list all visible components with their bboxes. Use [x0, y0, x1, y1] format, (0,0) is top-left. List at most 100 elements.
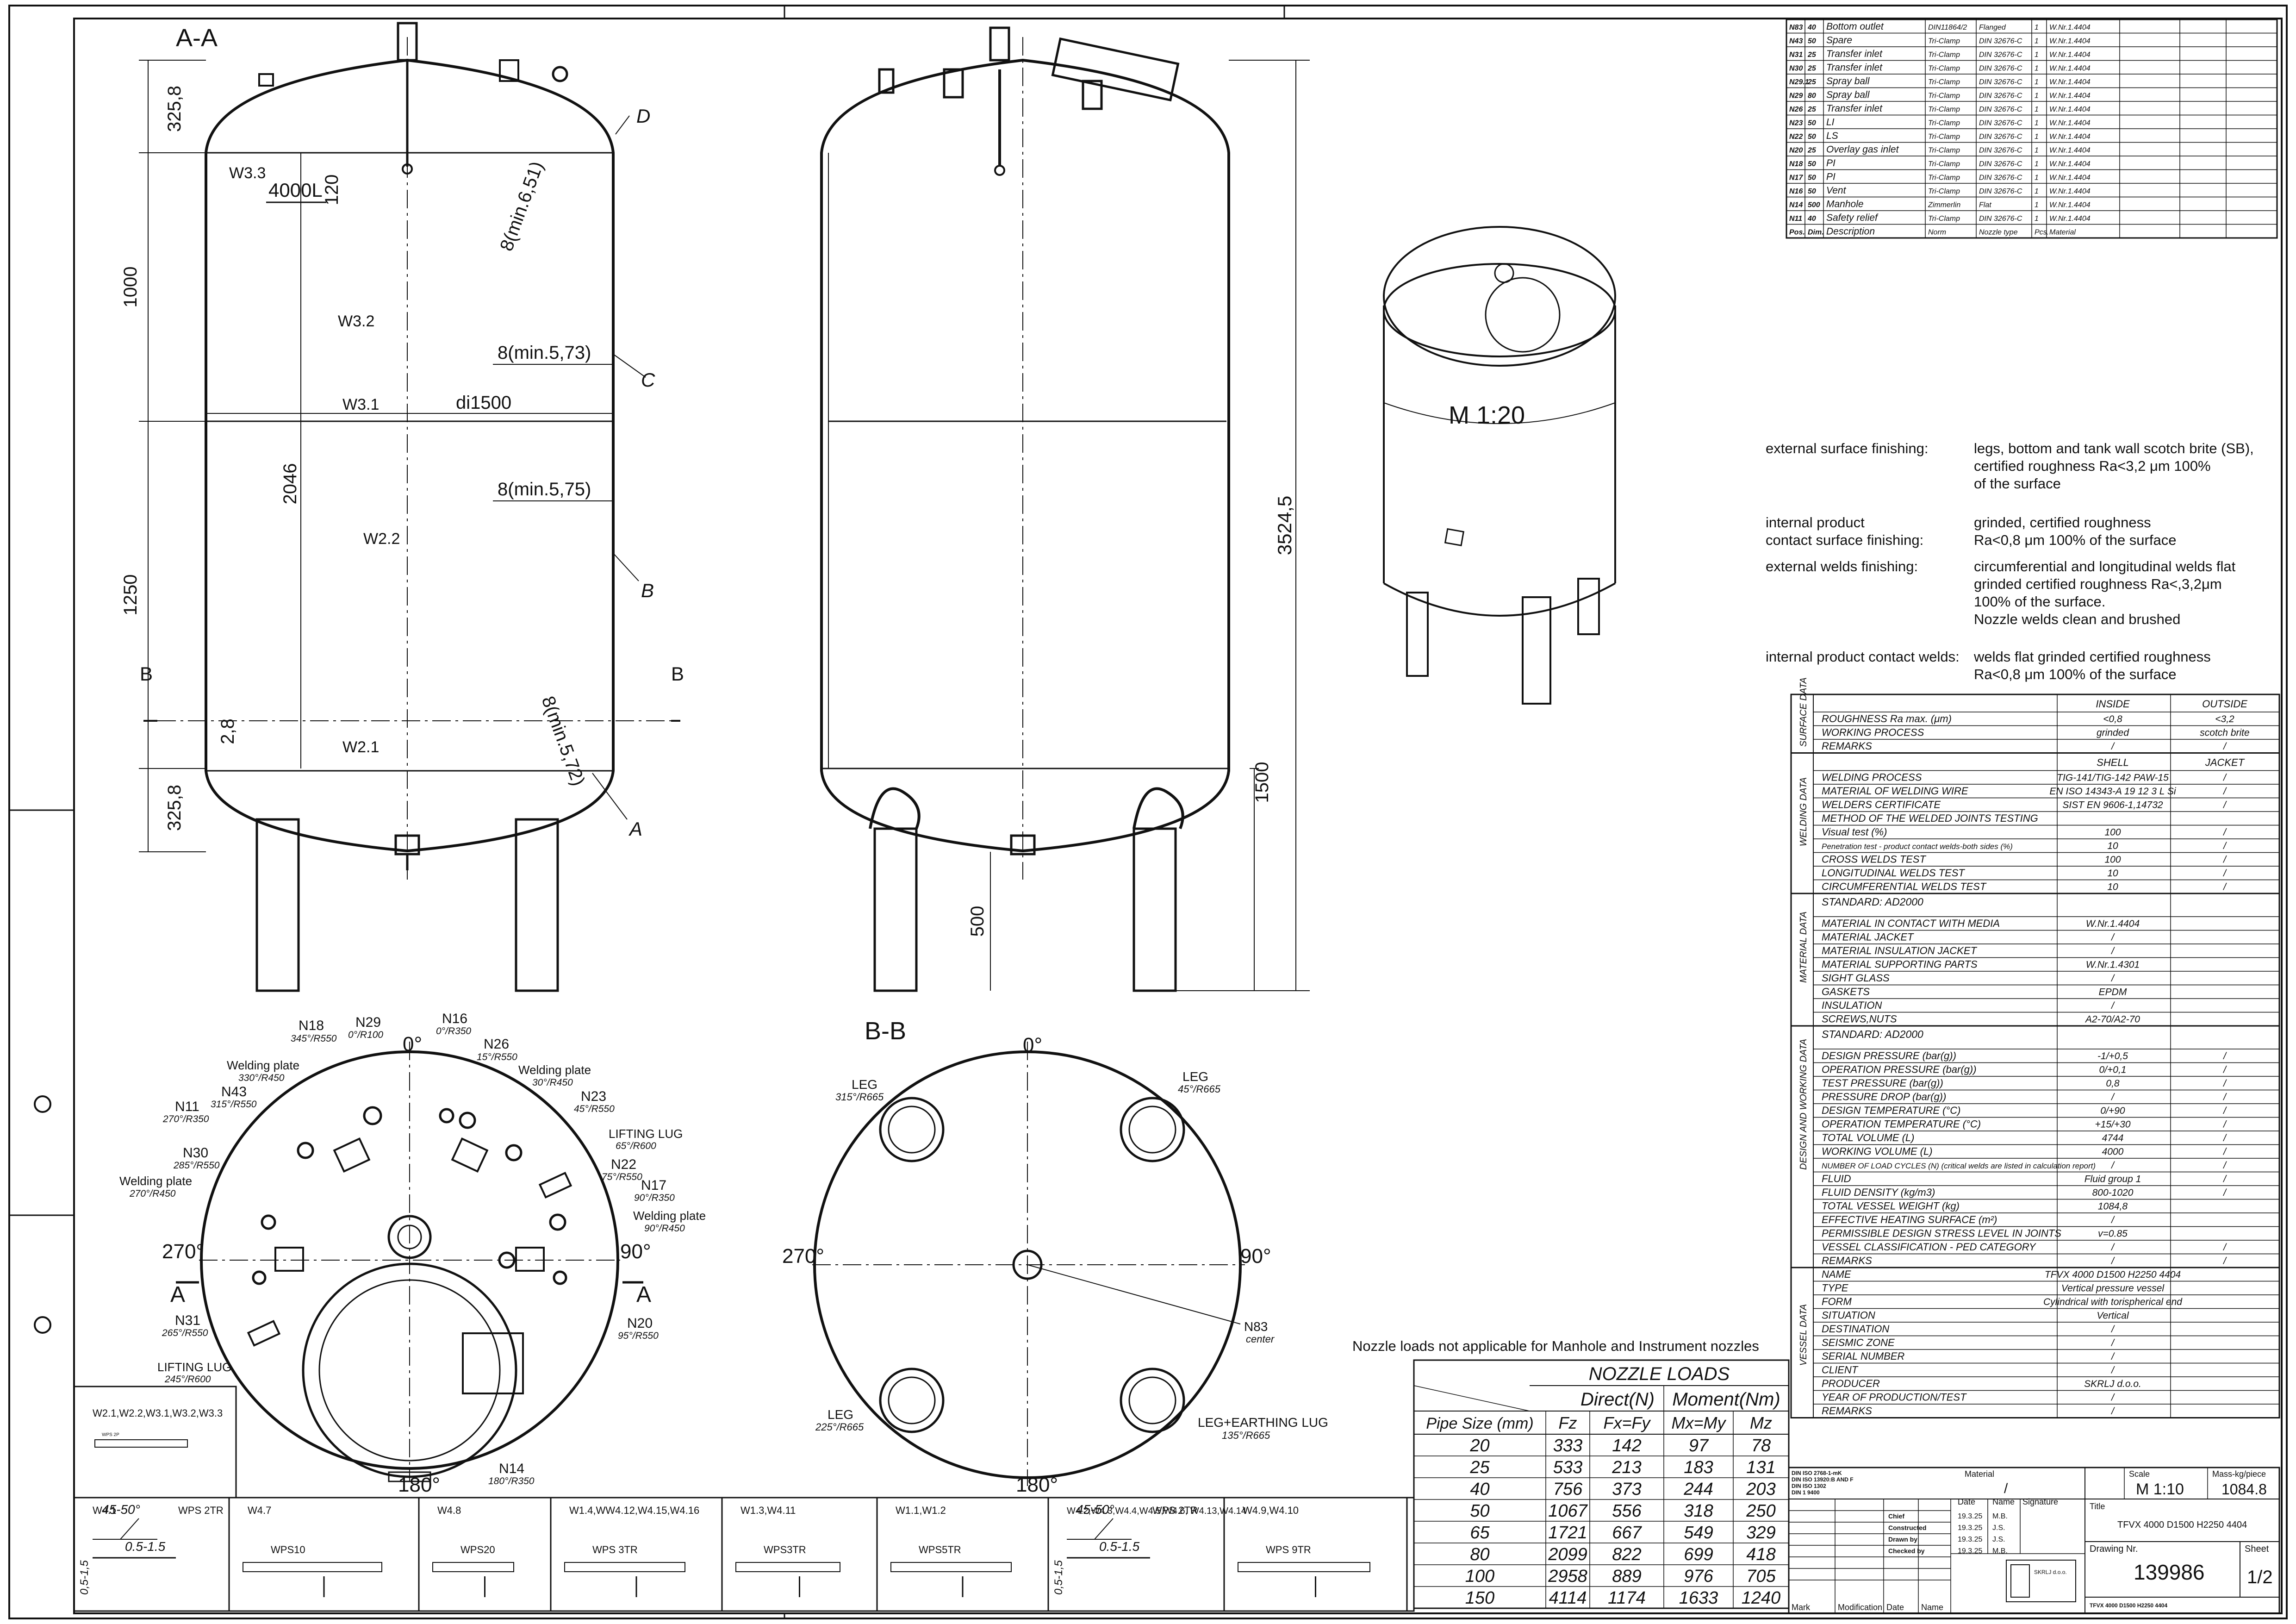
tv-n26: N26	[484, 1037, 509, 1052]
nozzle-list-cell: 1	[2035, 106, 2039, 113]
tv-lifting-245-sub: 245°/R600	[164, 1374, 211, 1385]
table-row-value: /	[2110, 1000, 2115, 1011]
thickness-a: 8(min.5,72)	[538, 693, 589, 788]
thickness-c: 8(min.5,73)	[498, 343, 591, 363]
nozzle-loads-cell: 1633	[1679, 1588, 1718, 1608]
note-line: legs, bottom and tank wall scotch brite …	[1974, 440, 2254, 456]
nozzle-list-cell: W.Nr.1.4404	[2049, 215, 2091, 223]
table-row-value: /	[2110, 1242, 2115, 1253]
table-row-label: DESTINATION	[1822, 1323, 1889, 1335]
nozzle-list-cell: 1	[2035, 92, 2039, 100]
note-value: legs, bottom and tank wall scotch brite …	[1974, 440, 2254, 493]
weld-gap: 0.5-1.5	[1099, 1539, 1140, 1554]
table-row-label: NAME	[1822, 1268, 1851, 1280]
table-row-value: /	[2110, 1406, 2115, 1417]
nozzle-list-cell: Norm	[1928, 229, 1946, 237]
tv-n29: N29	[355, 1015, 381, 1030]
dim-bottom-head: 325,8	[164, 785, 185, 831]
nozzle-list-cell: 25	[1807, 106, 1817, 113]
tv-wp90-sub: 90°/R450	[644, 1223, 685, 1234]
vessel-shell-side	[820, 58, 1230, 853]
b-section-left: B	[140, 663, 153, 685]
table-row-value: /	[2222, 773, 2227, 783]
nozzle-list-cell: 1	[2035, 51, 2039, 59]
section-aa-view: A-A B B 325,8 1000 1250 2,8 325,	[120, 22, 684, 992]
nozzle-list-cell: Pos.	[1789, 229, 1805, 237]
nozzle-loads-cell: 549	[1684, 1523, 1713, 1543]
cell-box	[94, 1439, 188, 1448]
nozzle-list-cell: N30	[1789, 65, 1803, 73]
table-group-label: MATERIAL DATA	[1798, 912, 1809, 983]
tv-wp270-sub: 270°/R450	[129, 1188, 176, 1199]
table-row-value: /	[2110, 1365, 2115, 1376]
table-row-label: MATERIAL SUPPORTING PARTS	[1822, 959, 1978, 970]
weld-wps: WPS10	[271, 1544, 305, 1555]
detail-a: A	[628, 818, 642, 840]
weld-angle: 45-50°	[102, 1502, 140, 1517]
title-standard: DIN ISO 2768-1-mK	[1792, 1470, 1842, 1476]
table-row-value: /	[2110, 1351, 2115, 1362]
nozzle-list-cell: 1	[2035, 215, 2039, 223]
nozzle-list-cell: N18	[1789, 160, 1803, 168]
nozzle-list-cell: LS	[1826, 131, 1838, 141]
table-row-value: SIST EN 9606-1,14732	[2062, 800, 2163, 811]
table-row-value: -1/+0,5	[2097, 1051, 2128, 1062]
leg-right-side	[1132, 827, 1177, 992]
cell-box	[2006, 1560, 2076, 1602]
nozzle-cluster	[1051, 37, 1180, 102]
table-row-value: Vertical pressure vessel	[2061, 1283, 2165, 1294]
table-row-value: EN ISO 14343-A 19 12 3 L Si	[2049, 786, 2177, 797]
nozzle-list-cell: Tri-Clamp	[1928, 65, 1960, 73]
nozzle-loads-cell: 699	[1684, 1545, 1713, 1564]
section-bb-view: B-B 0° 90° 180° 270° LEG 315°/R665 LEG 4…	[782, 1017, 1328, 1496]
nozzle-list-cell: DIN 32676-C	[1979, 119, 2022, 127]
nozzle-list-cell: Flanged	[1979, 24, 2006, 31]
nozzle-list-cell: 1	[2035, 160, 2039, 168]
tv-n29-sub: 0°/R100	[348, 1030, 383, 1040]
table-row-label: OPERATION PRESSURE (bar(g))	[1822, 1064, 1977, 1075]
nozzle-list-cell: Material	[2049, 229, 2076, 237]
table-standard: STANDARD: AD2000	[1822, 896, 1923, 908]
table-row-label: TYPE	[1822, 1282, 1848, 1294]
table-row-value: /	[2110, 1160, 2115, 1171]
nozzle-list-cell: N11	[1789, 215, 1802, 223]
nozzle-list-cell: 50	[1808, 37, 1816, 45]
nozzle-list-cell: 40	[1807, 24, 1816, 31]
tv-wp30: Welding plate	[518, 1063, 591, 1077]
title-mass-lbl: Mass-kg/piece	[2212, 1469, 2266, 1479]
nozzle-loads-cell: 150	[1465, 1588, 1494, 1608]
table-row-label: TOTAL VESSEL WEIGHT (kg)	[1822, 1200, 1960, 1212]
weld-gap: 0.5-1.5	[125, 1539, 166, 1554]
table-row-label: CROSS WELDS TEST	[1822, 854, 1926, 865]
table-row-label: TEST PRESSURE (bar(g))	[1822, 1077, 1943, 1089]
nozzle-list-cell: Tri-Clamp	[1928, 133, 1960, 141]
nozzle-list-cell: 1	[2035, 174, 2039, 182]
nozzle-list-cell: 50	[1808, 160, 1816, 168]
table-row-value: /	[2222, 741, 2227, 752]
tv-n11: N11	[175, 1099, 199, 1114]
manhole	[302, 1262, 517, 1478]
nozzle-loads-cell: 4114	[1549, 1588, 1587, 1608]
nozzle-loads-cell: 1174	[1608, 1588, 1646, 1608]
tv-lifting-245: LIFTING LUG	[157, 1360, 231, 1374]
table-row-label: WELDING PROCESS	[1822, 772, 1922, 783]
table-row-value: W.Nr.1.4404	[2086, 918, 2140, 929]
side-view: 3524,5 1500 500	[820, 26, 1310, 992]
table-row-value: 100	[2104, 827, 2121, 838]
nozzle-list-cell: 50	[1808, 174, 1816, 182]
thickness-b: 8(min.5,75)	[498, 479, 591, 500]
title-mass: 1084.8	[2221, 1481, 2267, 1498]
weld-root: 0,5-1,5	[78, 1560, 91, 1595]
nozzle-list-cell: 1	[2035, 187, 2039, 195]
dim-top-head: 325,8	[164, 86, 185, 132]
title-role: Drawn by	[1888, 1536, 1917, 1543]
table-col-header: INSIDE	[2096, 698, 2130, 710]
nozzle-loads-header: Mx=My	[1672, 1413, 1727, 1432]
weld-w33: W3.3	[229, 164, 266, 182]
bb-leg-225: LEG	[828, 1407, 853, 1422]
nozzle-list-cell: Transfer inlet	[1826, 49, 1883, 59]
table-row-value: /	[2222, 841, 2227, 851]
nozzle-list-cell: DIN 32676-C	[1979, 215, 2022, 223]
nozzle-loads-cell: 80	[1470, 1545, 1489, 1564]
tv-n43: N43	[221, 1084, 247, 1099]
